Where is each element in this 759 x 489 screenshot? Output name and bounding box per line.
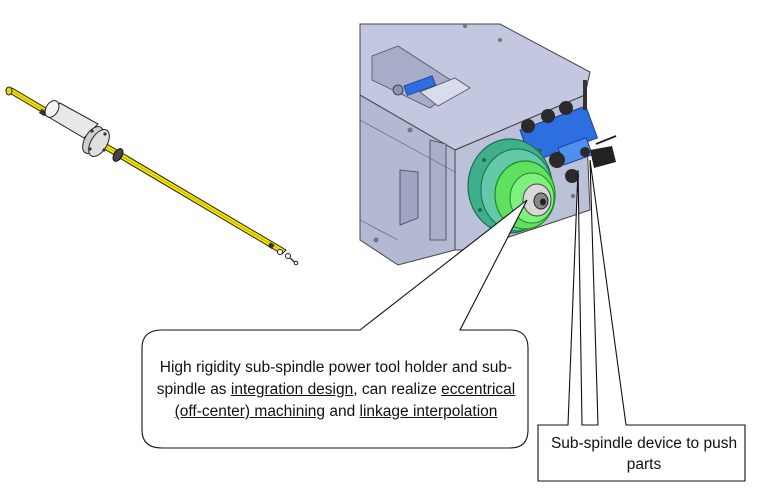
line2-text-b: , can realize <box>353 381 442 398</box>
eccentrical-term: eccentrical <box>441 381 516 398</box>
integration-design-term: integration design <box>230 381 354 398</box>
push-callout-line-2: parts <box>626 456 662 473</box>
push-callout-line-1: Sub-spindle device to push <box>550 435 738 452</box>
main-callout <box>141 199 529 449</box>
push-callout-text: Sub-spindle device to push parts <box>538 433 750 475</box>
main-callout-line-1: High rigidity sub-spindle power tool hol… <box>159 359 513 376</box>
off-center-machining-term: (off-center) machining <box>174 403 326 420</box>
main-callout-line-3: (off-center) machining and linkage inter… <box>150 401 522 423</box>
valve-block <box>519 80 617 183</box>
main-callout-line-2: spindle as integration design, can reali… <box>150 379 522 401</box>
push-callout <box>537 159 746 482</box>
line3-mid: and <box>325 403 360 420</box>
linkage-interpolation-term: linkage interpolation <box>359 403 498 420</box>
main-callout-text: High rigidity sub-spindle power tool hol… <box>150 357 522 423</box>
push-rod-assembly <box>5 86 299 266</box>
line2-text-a: spindle as <box>156 381 231 398</box>
